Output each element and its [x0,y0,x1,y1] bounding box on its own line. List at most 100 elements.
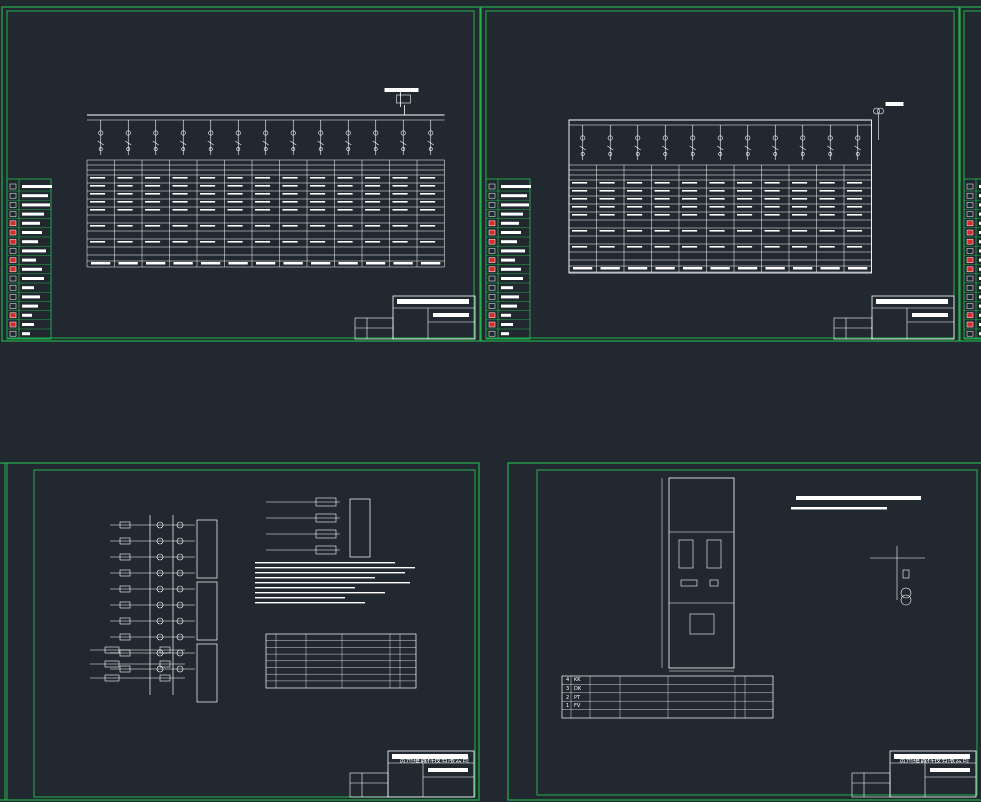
cell-text-bar [847,190,863,192]
cell-text-bar [117,209,133,211]
cell-text-bar [599,198,615,200]
symbol-circle [156,601,164,609]
cell-text-bar [365,209,381,211]
symbol-circle [873,107,880,115]
relay-coil-box [119,569,131,577]
legend-symbol-icon [9,229,17,236]
sheet-top-left [1,6,481,342]
wire-line [662,145,669,151]
title-block [354,295,476,340]
legend-symbol-icon [488,192,496,199]
meter-window [678,539,694,569]
legend-symbol-icon [488,257,496,263]
revision-table [349,772,389,798]
cell-text-bar [200,241,216,243]
cell-text-bar [764,246,780,248]
switchgear-schematic [86,88,445,268]
wire-line [717,145,724,151]
cell-text-bar [311,262,331,265]
symbol-circle [800,135,806,141]
relay-coil-box [119,633,131,641]
component-table [561,675,774,719]
cell-text-bar [255,185,271,187]
symbol-circle [176,617,184,625]
note-text-bar [255,592,385,594]
legend-symbol-icon [488,321,496,328]
cell-text-bar [200,193,216,195]
legend-symbol-icon [488,266,496,273]
symbol-circle [156,633,164,641]
cell-text-bar [227,177,243,179]
legend-symbol-icon [966,248,974,254]
symbol-circle [400,130,406,136]
cell-text-bar [172,201,188,203]
note-text-bar [255,577,375,579]
table-row-code: DK [574,686,582,692]
legend-symbol-icon [488,238,496,245]
cell-text-bar [709,190,725,192]
cell-text-bar [310,241,326,243]
cell-text-bar [737,190,753,192]
symbol-circle [176,633,184,641]
symbol-circle [176,601,184,609]
symbol-circle [318,147,323,151]
cell-text-bar [256,262,276,265]
cell-text-bar [420,209,436,211]
cell-text-bar [200,185,216,187]
symbol-circle [126,147,131,151]
terminal-block [196,581,218,641]
cell-text-bar [737,182,753,184]
cell-text-bar [310,209,326,211]
cell-text-bar [572,246,588,248]
cell-text-bar [145,209,161,211]
control-circuit-diagram [90,497,417,703]
legend-symbol-icon [966,202,974,208]
cell-text-bar [847,206,863,208]
symbol-circle [373,130,379,136]
legend-text-bar [501,240,517,244]
cell-text-bar [145,201,161,203]
note-text-bar [255,572,405,574]
symbol-circle [580,135,586,141]
cell-text-bar [90,209,106,211]
legend-text-bar [979,267,981,271]
terminal-block [349,498,371,558]
relay-coil-box [119,537,131,545]
wire-line [799,145,806,151]
cell-text-bar [283,262,303,265]
legend-text-bar [22,313,32,317]
incoming-label-bar [384,88,419,92]
symbol-circle [156,585,164,593]
symbol-circle [855,135,861,141]
table-row-no: 4 [566,677,570,683]
cell-text-bar [654,182,670,184]
symbol-circle [745,135,751,141]
relay-coil-box [119,601,131,609]
outer-frame [568,119,872,274]
cabinet-elevation [561,477,925,719]
cell-text-bar [710,267,730,270]
cell-text-bar [765,267,785,270]
cell-text-bar [337,185,353,187]
cell-text-bar [764,190,780,192]
heading-text-bar [791,507,887,510]
cell-text-bar [682,190,698,192]
cell-text-bar [392,177,408,179]
cell-text-bar [792,182,808,184]
cell-text-bar [709,230,725,232]
legend-text-bar [22,231,42,234]
symbol-circle [662,135,668,141]
symbol-circle [208,130,214,136]
symbol-circle [827,135,833,141]
symbol-circle [718,152,723,156]
title-block-company-bottom-left: 贵州维诚科技有限公司 [399,756,469,764]
symbol-circle [291,147,296,151]
wire-line [125,140,132,146]
symbol-circle [608,152,613,156]
title-text-bar [876,299,948,304]
cell-text-bar [310,201,326,203]
legend-text-bar [22,332,30,336]
indicator-box [709,579,719,587]
symbol-circle [153,130,159,136]
